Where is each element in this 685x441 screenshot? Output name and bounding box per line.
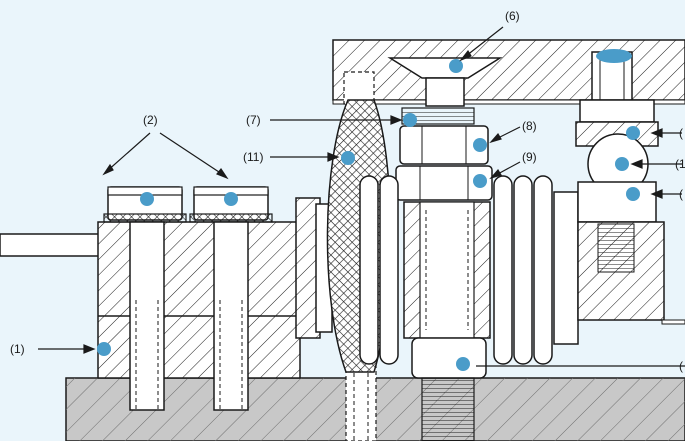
vertical-pin (343, 71, 377, 441)
marker-dot (403, 113, 417, 127)
marker-dot (140, 192, 154, 206)
label-right-1: ( (679, 126, 683, 140)
mounting-bolt-right (189, 186, 273, 411)
top-plate (332, 39, 685, 105)
bellows (359, 175, 579, 365)
marker-dot (473, 174, 487, 188)
marker-dot (449, 59, 463, 73)
marker-dot (596, 49, 632, 63)
mounting-bolt-left (103, 186, 187, 411)
marker-dot (224, 192, 238, 206)
leader-lines (38, 26, 685, 367)
label-right-2: (1 (675, 157, 685, 171)
part-markers (97, 49, 640, 371)
label-right-3: ( (679, 187, 683, 201)
label-right-4: ( (679, 359, 683, 373)
marker-dot (615, 157, 629, 171)
label-7: (7) (246, 113, 261, 127)
cable (0, 233, 101, 257)
marker-dot (626, 187, 640, 201)
label-1: (1) (10, 342, 25, 356)
label-6: (6) (505, 9, 520, 23)
pendulum-assembly (575, 99, 685, 325)
label-8: (8) (522, 119, 537, 133)
label-9: (9) (522, 150, 537, 164)
centre-spindle (395, 77, 493, 201)
marker-dot (341, 151, 355, 165)
label-11: (11) (243, 150, 263, 164)
label-2: (2) (143, 113, 158, 127)
marker-dot (626, 126, 640, 140)
marker-dot (473, 138, 487, 152)
part-labels: (1) (2) (6) (7) (8) (9) (11) ( (1 ( ( (10, 9, 685, 373)
marker-dot (456, 357, 470, 371)
marker-dot (97, 342, 111, 356)
